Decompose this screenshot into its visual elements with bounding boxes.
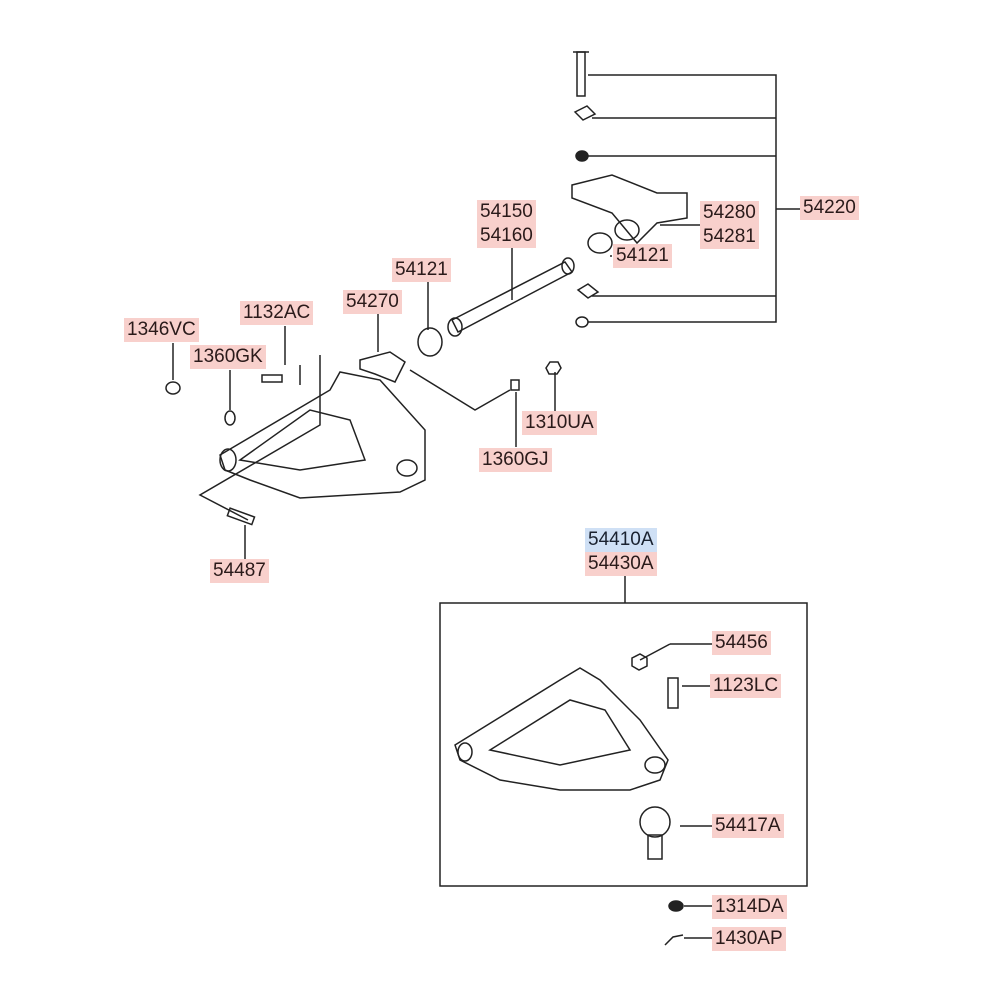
shaft-drawing: [359, 257, 575, 391]
part-label-54220[interactable]: 54220: [800, 196, 859, 220]
part-label-1310UA[interactable]: 1310UA: [522, 411, 597, 435]
lower-arm-drawing: [454, 653, 684, 946]
upper-arm-drawing: [165, 371, 426, 526]
part-label-54410A[interactable]: 54410A: [585, 528, 657, 552]
bolt-drawing: [571, 51, 688, 328]
part-label-1123LC[interactable]: 1123LC: [710, 674, 782, 698]
part-label-1314DA[interactable]: 1314DA: [712, 895, 787, 919]
part-label-1430AP[interactable]: 1430AP: [712, 927, 786, 951]
part-label-54456[interactable]: 54456: [712, 631, 771, 655]
part-label-54280[interactable]: 54280: [700, 201, 759, 225]
assembly-box: [439, 602, 808, 887]
part-label-54121-right[interactable]: 54121: [613, 244, 672, 268]
part-label-54121-left[interactable]: 54121: [392, 258, 451, 282]
part-label-1346VC[interactable]: 1346VC: [124, 318, 199, 342]
part-label-1132AC[interactable]: 1132AC: [240, 301, 314, 325]
part-label-54160[interactable]: 54160: [477, 224, 536, 248]
part-label-1360GK[interactable]: 1360GK: [190, 345, 266, 369]
part-label-54270[interactable]: 54270: [343, 290, 402, 314]
part-label-54150[interactable]: 54150: [477, 200, 536, 224]
leader-lines: [172, 74, 800, 939]
part-label-54281[interactable]: 54281: [700, 225, 759, 249]
part-label-54417A[interactable]: 54417A: [712, 814, 784, 838]
part-label-54487[interactable]: 54487: [210, 559, 269, 583]
part-label-54430A[interactable]: 54430A: [585, 552, 657, 576]
part-label-1360GJ[interactable]: 1360GJ: [479, 448, 552, 472]
